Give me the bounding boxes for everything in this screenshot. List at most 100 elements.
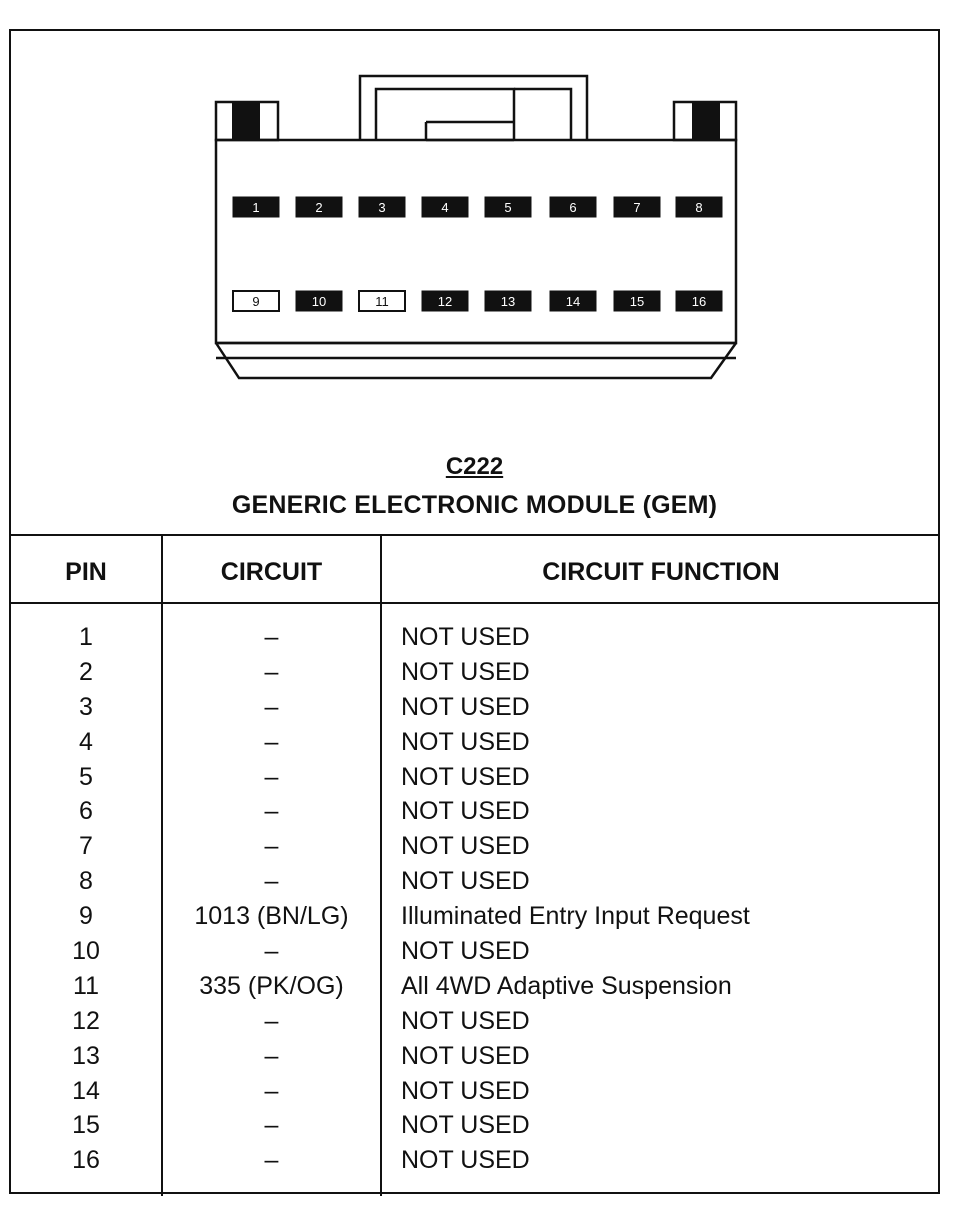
table-row: 15–NOT USED xyxy=(11,1110,938,1145)
cavity-number: 4 xyxy=(441,200,448,215)
pin-cell: 6 xyxy=(79,797,93,826)
pin-cell: 14 xyxy=(72,1076,100,1105)
cavity-box xyxy=(232,290,280,312)
cavity-number: 13 xyxy=(501,294,515,309)
cavity-box xyxy=(675,290,723,312)
cavity-7: 7 xyxy=(613,196,661,218)
pin-cell: 7 xyxy=(79,832,93,861)
cavity-number: 11 xyxy=(375,294,389,309)
pin-cell: 15 xyxy=(72,1111,100,1140)
table-row: 1 – NOT USED xyxy=(11,622,938,657)
pin-cell: 13 xyxy=(72,1041,100,1070)
pin-cell: 1 xyxy=(79,623,93,651)
cavity-number: 1 xyxy=(252,200,259,215)
circuit-cell: – xyxy=(264,867,279,896)
circuit-cell: – xyxy=(264,727,279,756)
cavity-number: 16 xyxy=(692,294,706,309)
table-row: 4–NOT USED xyxy=(11,727,938,762)
cavity-box xyxy=(613,290,661,312)
function-cell: All 4WD Adaptive Suspension xyxy=(401,971,732,1000)
header-divider xyxy=(11,602,938,604)
cavity-number: 9 xyxy=(252,294,259,309)
table-row: 2–NOT USED xyxy=(11,657,938,692)
cavity-number: 14 xyxy=(566,294,580,309)
cavity-14: 14 xyxy=(549,290,597,312)
cavity-box xyxy=(549,290,597,312)
cavity-number: 7 xyxy=(633,200,640,215)
function-cell: Illuminated Entry Input Request xyxy=(401,902,750,931)
circuit-cell: – xyxy=(264,797,279,826)
table-row: 3–NOT USED xyxy=(11,692,938,727)
cavity-box xyxy=(613,196,661,218)
circuit-cell: – xyxy=(264,1006,279,1035)
cavity-2: 2 xyxy=(295,196,343,218)
cavity-box xyxy=(549,196,597,218)
table-row: 13–NOT USED xyxy=(11,1041,938,1076)
connector-id: C222 xyxy=(445,453,504,480)
cavity-box xyxy=(421,290,469,312)
table-row: 5–NOT USED xyxy=(11,762,938,797)
cavity-box xyxy=(484,290,532,312)
table-row: 14–NOT USED xyxy=(11,1076,938,1111)
pin-cell: 5 xyxy=(79,762,93,791)
cavity-3: 3 xyxy=(358,196,406,218)
function-cell: NOT USED xyxy=(401,1111,530,1140)
function-cell: NOT USED xyxy=(401,937,530,966)
column-divider xyxy=(380,536,382,1196)
function-cell: NOT USED xyxy=(401,867,530,896)
circuit-cell: – xyxy=(264,1146,279,1175)
pin-cell: 4 xyxy=(79,727,93,756)
cavity-15: 15 xyxy=(613,290,661,312)
function-cell: NOT USED xyxy=(401,797,530,826)
cavity-box xyxy=(484,196,532,218)
cavity-number: 15 xyxy=(630,294,644,309)
connector-housing xyxy=(214,74,738,380)
function-cell: NOT USED xyxy=(401,1076,530,1105)
function-cell: NOT USED xyxy=(401,657,530,686)
pin-cell: 12 xyxy=(72,1006,100,1035)
cavity-4: 4 xyxy=(421,196,469,218)
cavity-12: 12 xyxy=(421,290,469,312)
pin-cell: 9 xyxy=(79,902,93,931)
circuit-cell: 335 (PK/OG) xyxy=(199,971,344,1000)
circuit-cell: – xyxy=(264,623,279,651)
cavity-6: 6 xyxy=(549,196,597,218)
table-row: 8–NOT USED xyxy=(11,866,938,901)
cavity-number: 3 xyxy=(378,200,385,215)
function-cell: NOT USED xyxy=(401,1041,530,1070)
table-row: 7–NOT USED xyxy=(11,831,938,866)
column-divider xyxy=(161,536,163,1196)
latch-blocks xyxy=(232,103,720,140)
function-cell: NOT USED xyxy=(401,832,530,861)
circuit-cell: – xyxy=(264,937,279,966)
cavity-box xyxy=(675,196,723,218)
header-pin: PIN xyxy=(65,558,107,586)
cavity-box xyxy=(295,196,343,218)
table-row: 10 – NOT USED xyxy=(11,936,938,971)
function-cell: NOT USED xyxy=(401,1146,530,1175)
cavity-16: 16 xyxy=(675,290,723,312)
pin-cell: 10 xyxy=(72,937,100,966)
cavity-9: 9 xyxy=(232,290,280,312)
module-name: GENERIC ELECTRONIC MODULE (GEM) xyxy=(231,491,718,519)
cavity-10: 10 xyxy=(295,290,343,312)
header-circuit: CIRCUIT xyxy=(220,558,323,586)
cavity-13: 13 xyxy=(484,290,532,312)
function-cell: NOT USED xyxy=(401,623,530,651)
cavity-1: 1 xyxy=(232,196,280,218)
cavity-number: 12 xyxy=(438,294,452,309)
cavity-number: 8 xyxy=(695,200,702,215)
circuit-cell: – xyxy=(264,762,279,791)
table-row: 16–NOT USED xyxy=(11,1145,938,1180)
cavity-number: 6 xyxy=(569,200,576,215)
pin-cell: 2 xyxy=(79,657,93,686)
cavity-box xyxy=(358,290,406,312)
cavity-8: 8 xyxy=(675,196,723,218)
